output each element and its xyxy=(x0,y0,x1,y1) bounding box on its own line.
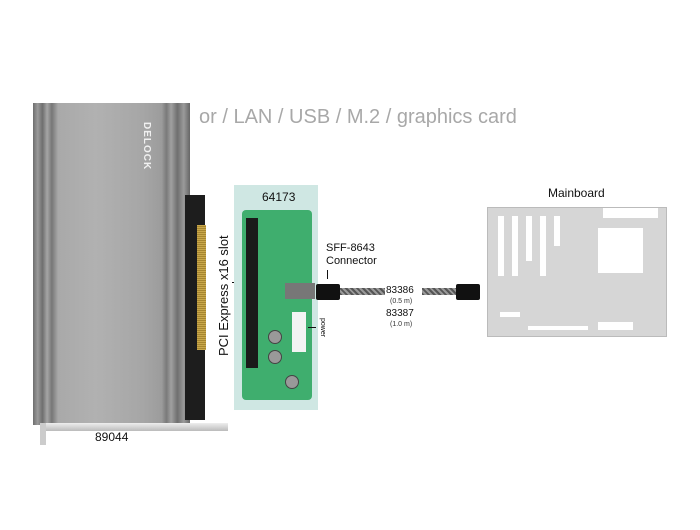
capacitor xyxy=(268,330,282,344)
alternatives-text: or / LAN / USB / M.2 / graphics card xyxy=(199,106,517,128)
slot xyxy=(526,216,532,261)
heatsink xyxy=(33,103,190,425)
io-ports xyxy=(603,208,658,218)
slot xyxy=(554,216,560,246)
gold-fingers xyxy=(197,225,206,350)
cable-part-number: 83387 xyxy=(386,308,414,319)
mainboard xyxy=(487,207,667,337)
pci-slot-label: PCI Express x16 slot xyxy=(216,235,231,356)
connector-arrow-icon xyxy=(327,270,328,279)
capacitor xyxy=(285,375,299,389)
cable-left xyxy=(340,288,385,295)
capacitor xyxy=(268,350,282,364)
slot xyxy=(540,216,546,276)
cable-plug-left xyxy=(316,284,340,300)
power-connector xyxy=(292,312,306,352)
connector xyxy=(528,326,588,330)
adapter-part-number: 64173 xyxy=(262,190,296,204)
cable-plug-right xyxy=(456,284,480,300)
bracket-tab xyxy=(40,423,46,445)
cable-part-number: 83386 xyxy=(386,285,414,296)
cpu-socket xyxy=(598,228,643,273)
cable-right xyxy=(422,288,458,295)
header xyxy=(500,312,520,317)
cable-length: (0.5 m) xyxy=(390,298,413,305)
card-logo: DELOCK xyxy=(141,122,152,171)
card-bracket xyxy=(40,423,228,431)
connector-label-2: Connector xyxy=(326,255,377,267)
slot xyxy=(512,216,518,276)
power-label: power xyxy=(319,318,326,338)
mainboard-label: Mainboard xyxy=(548,186,605,200)
sff-port xyxy=(285,283,315,299)
pcie-slot xyxy=(246,218,258,368)
card-part-number: 89044 xyxy=(95,430,129,444)
connector-label-1: SFF-8643 xyxy=(326,242,375,254)
cable-length: (1.0 m) xyxy=(390,321,413,328)
connector xyxy=(598,322,633,330)
slot xyxy=(498,216,504,276)
power-arrow-icon xyxy=(308,327,316,328)
